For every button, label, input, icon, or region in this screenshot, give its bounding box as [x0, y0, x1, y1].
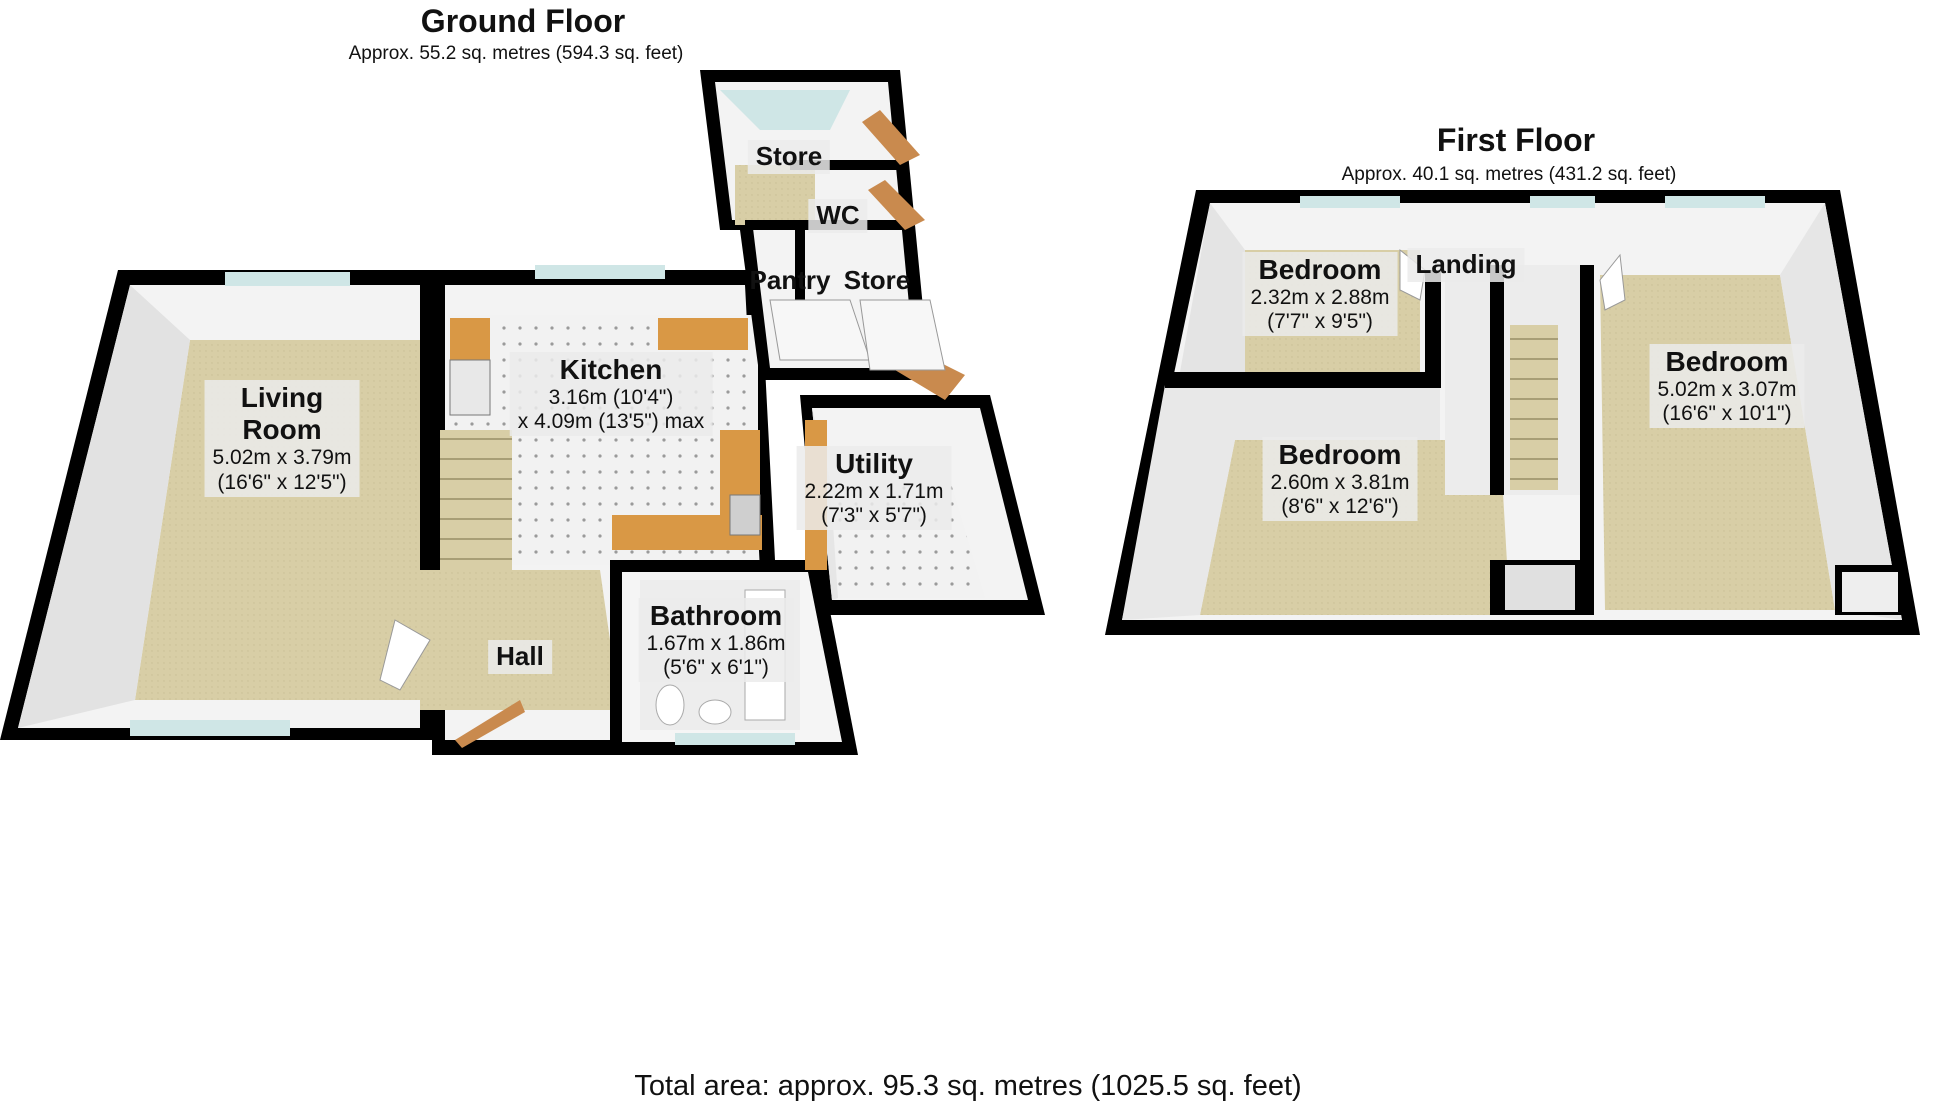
room-dimensions-metric: 1.67m x 1.86m: [646, 632, 786, 656]
ground-floor-title: Ground Floor: [420, 3, 626, 39]
room-dimensions-imperial: (5'6" x 6'1"): [663, 656, 769, 680]
room-dimensions-metric: 2.60m x 3.81m: [1270, 471, 1410, 495]
room-name: Bedroom: [1665, 346, 1789, 377]
living-room-shape: [0, 270, 432, 740]
room-name: WC: [816, 200, 860, 230]
room-label-bedroom-bottom: Bedroom 2.60m x 3.81m (8'6" x 12'6"): [1262, 437, 1418, 522]
room-name: Store: [755, 141, 823, 171]
room-name: Pantry: [749, 265, 831, 295]
room-name: Living: [240, 382, 324, 413]
room-label-bedroom-right: Bedroom 5.02m x 3.07m (16'6" x 10'1"): [1649, 344, 1805, 429]
room-dimensions-metric: 2.22m x 1.71m: [804, 480, 944, 504]
room-name: Bedroom: [1258, 254, 1382, 285]
room-name: Bathroom: [649, 600, 783, 631]
room-dimensions-metric: 5.02m x 3.79m: [212, 446, 352, 470]
room-dimensions-imperial: x 4.09m (13'5") max: [517, 410, 705, 434]
room-label-landing: Landing: [1407, 248, 1525, 282]
room-dimensions-imperial: (7'3" x 5'7"): [821, 504, 927, 528]
room-dimensions-metric: 3.16m (10'4"): [548, 386, 674, 410]
room-label-kitchen: Kitchen 3.16m (10'4") x 4.09m (13'5") ma…: [509, 352, 713, 437]
room-label-bedroom-small: Bedroom 2.32m x 2.88m (7'7" x 9'5"): [1242, 252, 1398, 337]
room-dimensions-imperial: (7'7" x 9'5"): [1267, 310, 1373, 334]
room-name: Hall: [496, 641, 544, 671]
room-name: Bedroom: [1278, 439, 1402, 470]
room-name: Kitchen: [559, 354, 663, 385]
room-label-store-mid: Store: [843, 265, 911, 296]
ground-floor-area: Approx. 55.2 sq. metres (594.3 sq. feet): [348, 43, 684, 64]
total-area: Total area: approx. 95.3 sq. metres (102…: [634, 1070, 1302, 1102]
room-dimensions-imperial: (8'6" x 12'6"): [1281, 495, 1399, 519]
room-label-pantry: Pantry: [749, 265, 831, 296]
room-dimensions-imperial: (16'6" x 12'5"): [217, 470, 347, 494]
first-floor-area: Approx. 40.1 sq. metres (431.2 sq. feet): [1341, 164, 1677, 185]
room-name: Room: [242, 414, 322, 446]
room-label-utility: Utility 2.22m x 1.71m (7'3" x 5'7"): [796, 446, 952, 531]
room-dimensions-metric: 2.32m x 2.88m: [1250, 286, 1390, 310]
room-name: Landing: [1415, 249, 1517, 279]
room-label-wc: WC: [808, 199, 868, 233]
room-dimensions-imperial: (16'6" x 10'1"): [1662, 402, 1792, 426]
room-dimensions-metric: 5.02m x 3.07m: [1657, 378, 1797, 402]
room-name: Utility: [835, 448, 913, 479]
first-floor-title: First Floor: [1436, 122, 1596, 158]
room-label-hall: Hall: [488, 640, 552, 674]
room-name: Store: [843, 265, 911, 295]
room-label-living-room: Living Room 5.02m x 3.79m (16'6" x 12'5"…: [204, 380, 360, 497]
room-label-bathroom: Bathroom 1.67m x 1.86m (5'6" x 6'1"): [638, 598, 794, 683]
room-label-store-top: Store: [747, 140, 831, 174]
